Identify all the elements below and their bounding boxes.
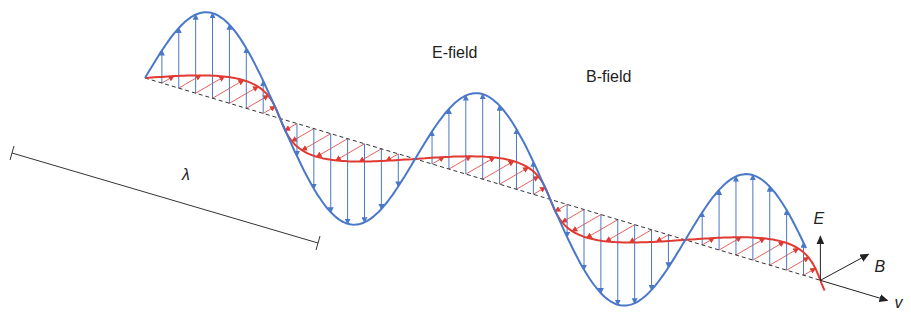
field-vector	[500, 168, 529, 185]
b-field-vectors	[162, 75, 815, 275]
field-vector	[719, 190, 720, 250]
field-vector	[630, 230, 652, 243]
field-vector	[786, 210, 787, 270]
field-vector	[752, 175, 753, 260]
field-vector	[196, 77, 225, 94]
axis-label: E	[813, 210, 824, 228]
field-vector	[195, 15, 196, 94]
field-vector	[432, 131, 433, 164]
field-vector	[263, 107, 275, 114]
field-vector	[313, 129, 314, 189]
field-vector	[606, 225, 635, 242]
field-vector	[787, 257, 809, 270]
axis-label: B	[874, 258, 885, 276]
field-vector	[398, 154, 399, 187]
field-vector	[364, 144, 365, 223]
field-vector	[562, 210, 584, 223]
field-vector	[499, 106, 500, 185]
propagation-axis	[145, 78, 820, 280]
field-vector	[702, 212, 703, 245]
field-vector	[178, 28, 179, 88]
field-vector	[820, 254, 868, 280]
field-vector	[229, 25, 230, 104]
e-field-vectors	[162, 13, 804, 304]
field-vector	[668, 235, 669, 268]
field-vector	[466, 157, 495, 174]
field-vector	[347, 139, 348, 224]
field-vector	[179, 75, 201, 88]
b-field-wave	[145, 75, 825, 290]
field-vector	[587, 220, 618, 238]
field-vector	[736, 238, 765, 255]
field-vector	[770, 249, 799, 266]
field-vector	[292, 129, 314, 142]
field-vector	[296, 124, 297, 157]
field-vector	[213, 80, 244, 98]
axis-triad	[820, 236, 887, 300]
field-vector	[617, 220, 618, 305]
field-vector	[820, 280, 887, 300]
field-vector	[449, 156, 471, 169]
e-field-label: E-field	[432, 44, 477, 62]
e-field-wave	[145, 12, 806, 305]
field-vector	[651, 230, 652, 290]
field-vector	[246, 96, 268, 109]
field-vector	[567, 204, 568, 237]
field-vector	[465, 96, 466, 175]
field-vector	[229, 87, 258, 104]
field-vector	[584, 210, 585, 270]
field-vector	[330, 134, 331, 213]
field-vector	[302, 134, 331, 151]
field-vector	[533, 187, 545, 194]
field-vector	[317, 139, 348, 157]
field-vector	[516, 177, 538, 190]
field-vector	[634, 225, 635, 304]
field-vector	[804, 268, 816, 275]
field-vector	[212, 13, 213, 98]
field-vector	[161, 51, 162, 84]
field-vector	[735, 177, 736, 256]
field-vector	[336, 144, 365, 161]
field-vector	[381, 149, 382, 209]
field-vector	[820, 236, 821, 280]
field-vector	[533, 162, 534, 195]
field-vector	[448, 109, 449, 169]
field-vector	[719, 237, 741, 250]
field-vector	[516, 129, 517, 189]
b-field-label: B-field	[586, 68, 631, 86]
field-vector	[753, 242, 784, 260]
wavelength-bracket	[10, 146, 320, 250]
axis-label: v	[894, 294, 902, 312]
field-vector	[483, 161, 514, 179]
field-vector	[285, 124, 297, 131]
field-vector	[555, 204, 567, 211]
field-vector	[482, 94, 483, 179]
field-vector	[803, 243, 804, 276]
field-vector	[263, 81, 264, 114]
field-vector	[359, 149, 381, 162]
field-vector	[572, 215, 601, 232]
field-vector	[769, 187, 770, 266]
field-vector	[600, 215, 601, 294]
field-vector	[246, 48, 247, 108]
wavelength-symbol: λ	[182, 166, 190, 184]
